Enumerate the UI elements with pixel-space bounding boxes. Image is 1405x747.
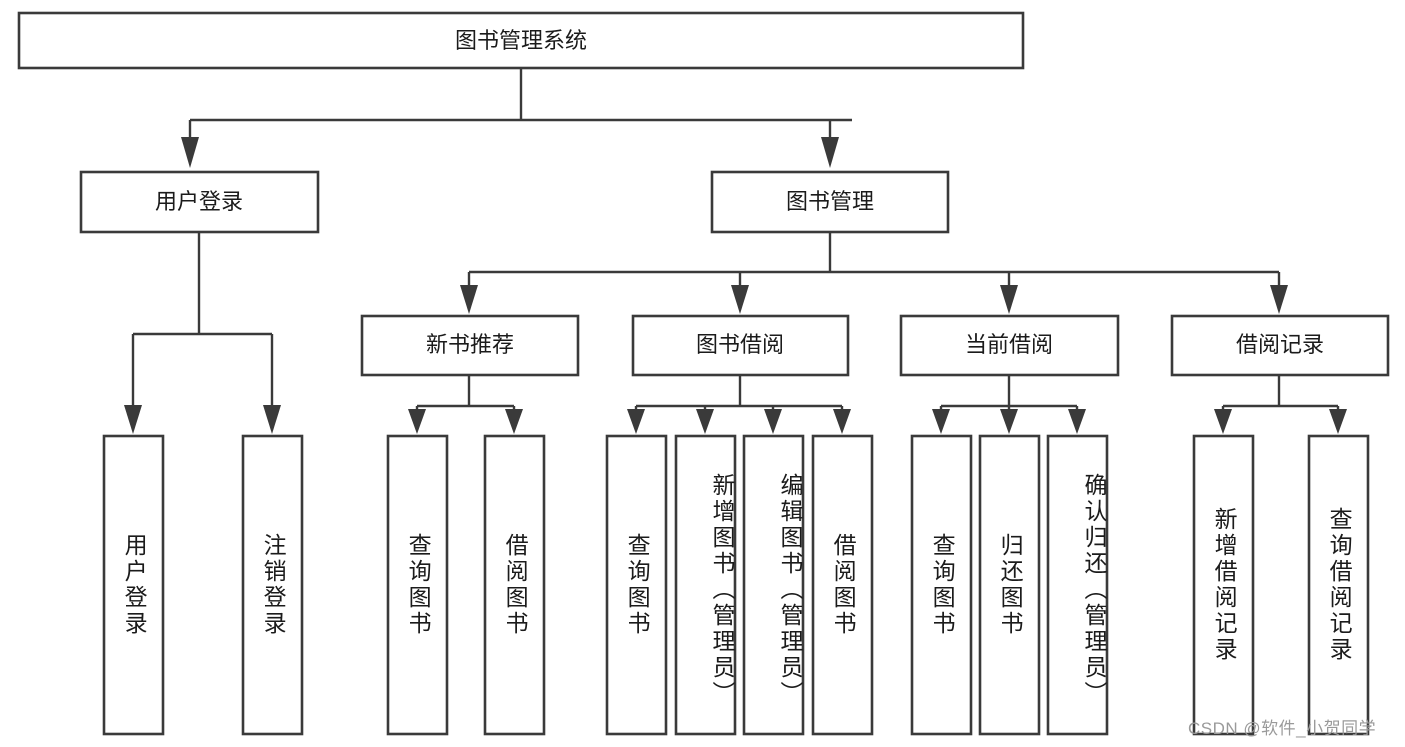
connector-group-root xyxy=(181,68,852,168)
arrow-head-current-borrow-child-0 xyxy=(932,409,950,434)
arrow-head-borrow-record-child-1 xyxy=(1329,409,1347,434)
connector-group-user-login xyxy=(124,232,281,434)
node-borrow-record-label: 借阅记录 xyxy=(1236,332,1324,357)
node-root-label: 图书管理系统 xyxy=(455,28,587,53)
node-new-book-recommend-label: 新书推荐 xyxy=(426,332,514,357)
leaf-box-new-book-1[interactable] xyxy=(483,434,546,736)
arrow-head-book-borrow-child-0 xyxy=(627,409,645,434)
leaf-box-current-borrow-1[interactable] xyxy=(978,434,1041,736)
leaf-box-user-login-0[interactable] xyxy=(102,434,165,736)
arrow-head-level2-0 xyxy=(460,285,478,314)
csdn-watermark: CSDN @软件_小贺同学 xyxy=(1188,719,1377,738)
arrow-head-level2-3 xyxy=(1270,285,1288,314)
arrow-head-user-login xyxy=(181,137,199,168)
node-user-login-label: 用户登录 xyxy=(155,189,243,214)
arrow-head-book-borrow-child-3 xyxy=(833,409,851,434)
arrow-head-book-borrow-child-1 xyxy=(696,409,714,434)
node-root-book-management-system[interactable]: 图书管理系统 xyxy=(17,11,1025,70)
node-current-borrow[interactable]: 当前借阅 xyxy=(899,314,1120,377)
arrow-head-user-login-child-1 xyxy=(263,405,281,434)
arrow-head-new-book-child-0 xyxy=(408,409,426,434)
node-book-management-label: 图书管理 xyxy=(786,189,874,214)
node-borrow-record-box[interactable] xyxy=(1170,314,1390,377)
arrow-head-level2-1 xyxy=(731,285,749,314)
connector-group-current-borrow xyxy=(932,375,1086,434)
arrow-head-current-borrow-child-2 xyxy=(1068,409,1086,434)
node-book-management-box[interactable] xyxy=(710,170,950,234)
leaf-box-borrow-record-1[interactable] xyxy=(1307,434,1370,736)
node-new-book-recommend-box[interactable] xyxy=(360,314,580,377)
node-book-borrow[interactable]: 图书借阅 xyxy=(631,314,850,377)
arrow-head-book-borrow-child-2 xyxy=(764,409,782,434)
leaf-box-user-login-1[interactable] xyxy=(241,434,304,736)
connector-group-borrow-record xyxy=(1214,375,1347,434)
node-borrow-record[interactable]: 借阅记录 xyxy=(1170,314,1390,377)
arrow-head-borrow-record-child-0 xyxy=(1214,409,1232,434)
leaf-box-book-borrow-3[interactable] xyxy=(811,434,874,736)
node-root-box[interactable] xyxy=(17,11,1025,70)
node-new-book-recommend[interactable]: 新书推荐 xyxy=(360,314,580,377)
node-user-login-box[interactable] xyxy=(79,170,320,234)
arrow-head-level2-2 xyxy=(1000,285,1018,314)
connector-group-new-book xyxy=(408,375,523,434)
leaf-box-borrow-record-0[interactable] xyxy=(1192,434,1255,736)
leaf-box-new-book-0[interactable] xyxy=(386,434,449,736)
node-book-management[interactable]: 图书管理 xyxy=(710,170,950,234)
node-book-borrow-box[interactable] xyxy=(631,314,850,377)
connector-group-book-mgmt xyxy=(460,232,1288,314)
arrow-head-new-book-child-1 xyxy=(505,409,523,434)
leaf-box-book-borrow-0[interactable] xyxy=(605,434,668,736)
arrow-head-user-login-child-0 xyxy=(124,405,142,434)
leaf-box-current-borrow-0[interactable] xyxy=(910,434,973,736)
leaf-box-book-borrow-2[interactable] xyxy=(742,434,805,736)
arrow-head-current-borrow-child-1 xyxy=(1000,409,1018,434)
node-current-borrow-box[interactable] xyxy=(899,314,1120,377)
arrow-head-book-mgmt xyxy=(821,137,839,168)
leaf-box-book-borrow-1[interactable] xyxy=(674,434,737,736)
node-user-login[interactable]: 用户登录 xyxy=(79,170,320,234)
node-book-borrow-label: 图书借阅 xyxy=(696,332,784,357)
leaf-box-current-borrow-2[interactable] xyxy=(1046,434,1109,736)
node-current-borrow-label: 当前借阅 xyxy=(965,332,1053,357)
connector-group-book-borrow xyxy=(627,375,851,434)
